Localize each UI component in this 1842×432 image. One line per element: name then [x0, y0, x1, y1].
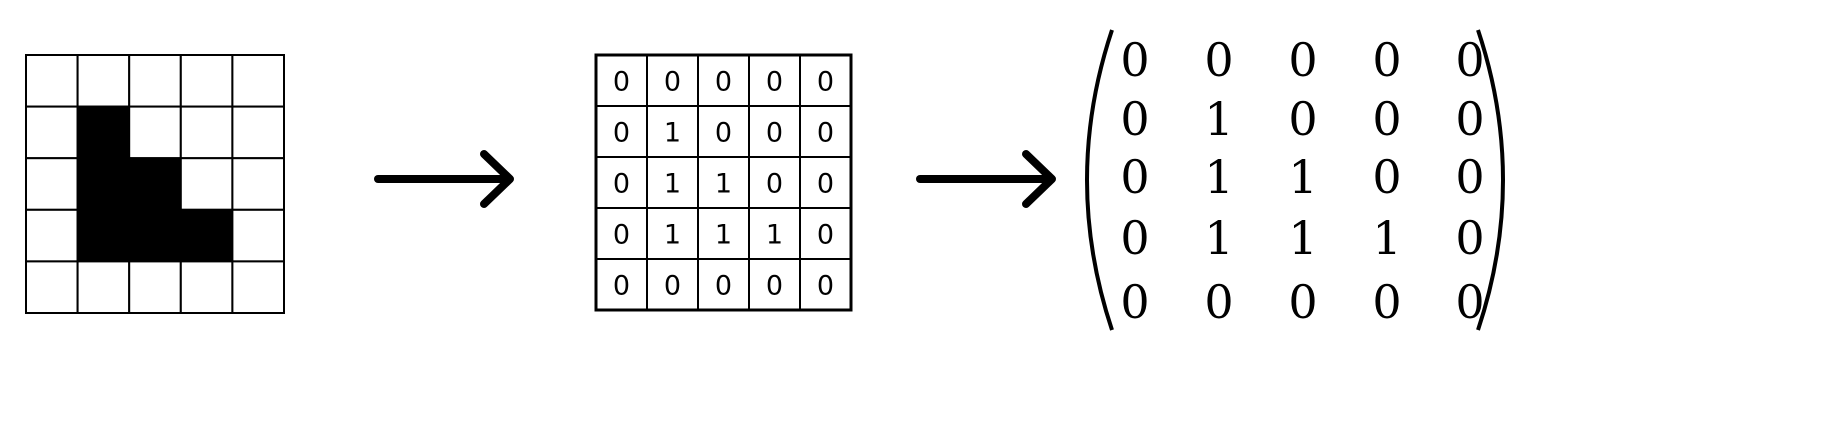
- matrix-entry: 0: [1455, 275, 1484, 329]
- matrix-entry: 0: [1372, 150, 1401, 204]
- matrix-entry: 0: [1120, 275, 1149, 329]
- matrix-entry: 0: [1204, 33, 1233, 87]
- number-cell-value: 1: [715, 169, 732, 200]
- number-cell-value: 0: [613, 169, 630, 200]
- number-cell-value: 0: [664, 67, 681, 98]
- number-cell-value: 0: [715, 271, 732, 302]
- pixel-cell: [128, 105, 182, 160]
- matrix-entry: 1: [1372, 211, 1401, 265]
- matrix-entry: 1: [1204, 92, 1233, 146]
- number-cell-value: 0: [613, 220, 630, 251]
- matrix-entry: 0: [1455, 92, 1484, 146]
- pixel-cell: [76, 105, 131, 160]
- pixel-cell: [128, 260, 182, 314]
- pixel-cell: [128, 208, 182, 263]
- pixel-grid: [25, 54, 285, 314]
- number-cell-value: 0: [817, 271, 834, 302]
- number-cell-value: 0: [715, 118, 732, 149]
- number-cell-value: 0: [766, 169, 783, 200]
- matrix-entry: 0: [1455, 33, 1484, 87]
- number-cell-value: 0: [613, 271, 630, 302]
- matrix-entry: 0: [1120, 33, 1149, 87]
- number-cell-value: 1: [766, 220, 783, 251]
- number-cell-value: 1: [664, 220, 681, 251]
- number-cell: [799, 105, 852, 158]
- pixel-cell: [179, 105, 234, 160]
- matrix-entry: 0: [1120, 92, 1149, 146]
- pixel-cell: [25, 208, 79, 263]
- pixel-cell: [231, 105, 285, 160]
- number-grid-border: [594, 53, 853, 312]
- number-cell-value: 0: [817, 169, 834, 200]
- pixel-cell: [179, 54, 234, 108]
- matrix-entry: 0: [1288, 275, 1317, 329]
- matrix-entry: 0: [1288, 33, 1317, 87]
- matrix-entry: 1: [1288, 150, 1317, 204]
- pixel-cell: [25, 105, 79, 160]
- matrix-entry: 1: [1288, 211, 1317, 265]
- matrix-entry: 0: [1372, 92, 1401, 146]
- pixel-cell: [25, 260, 79, 314]
- matrix-entry: 0: [1455, 150, 1484, 204]
- pixel-cell: [179, 208, 234, 263]
- number-cell: [748, 156, 801, 209]
- number-cell-value: 0: [613, 118, 630, 149]
- number-cell-value: 0: [613, 67, 630, 98]
- pixel-cell: [231, 157, 285, 211]
- number-cell-value: 1: [664, 169, 681, 200]
- number-cell: [799, 156, 852, 209]
- number-cell: [595, 156, 648, 209]
- matrix-entry: 1: [1204, 150, 1233, 204]
- right-arrow-icon: [916, 150, 1056, 208]
- pixel-cell: [231, 260, 285, 314]
- number-cell-value: 0: [664, 271, 681, 302]
- matrix-entry: 0: [1455, 211, 1484, 265]
- pixel-cell: [179, 260, 234, 314]
- pixel-cell: [128, 54, 182, 108]
- number-cell-value: 1: [664, 118, 681, 149]
- matrix-entry: 0: [1288, 92, 1317, 146]
- number-cell-value: 0: [817, 118, 834, 149]
- number-cell: [748, 105, 801, 158]
- right-parenthesis: [1476, 29, 1505, 331]
- right-arrow-icon: [374, 150, 514, 208]
- number-cell-value: 0: [766, 67, 783, 98]
- number-grid: 0 0 0 0 0 0 1 0 0 0 0 1 1 0 0 0 1 1 1 0 0 0 0 0 0: [594, 53, 853, 312]
- number-cell-value: 0: [715, 67, 732, 98]
- pixel-cell: [76, 260, 131, 314]
- pixel-cell: [179, 157, 234, 211]
- pixel-cell: [231, 208, 285, 263]
- pixel-cell: [25, 157, 79, 211]
- left-parenthesis: [1085, 29, 1114, 331]
- number-cell-value: 0: [766, 271, 783, 302]
- matrix-entry: 0: [1204, 275, 1233, 329]
- number-cell-value: 0: [817, 220, 834, 251]
- matrix-entry: 0: [1372, 275, 1401, 329]
- pixel-cell: [128, 157, 182, 211]
- pixel-cell: [76, 157, 131, 211]
- pixel-cell: [76, 208, 131, 263]
- number-cell: [697, 207, 750, 260]
- pixel-cell: [76, 54, 131, 108]
- matrix-entry: 1: [1204, 211, 1233, 265]
- number-cell-value: 0: [817, 67, 834, 98]
- matrix-entry: 0: [1120, 150, 1149, 204]
- matrix-entry: 0: [1120, 211, 1149, 265]
- number-cell-value: 0: [766, 118, 783, 149]
- pixel-cell: [25, 54, 79, 108]
- number-cell-value: 1: [715, 220, 732, 251]
- matrix-entry: 0: [1372, 33, 1401, 87]
- number-cell: [646, 54, 699, 107]
- pixel-cell: [231, 54, 285, 108]
